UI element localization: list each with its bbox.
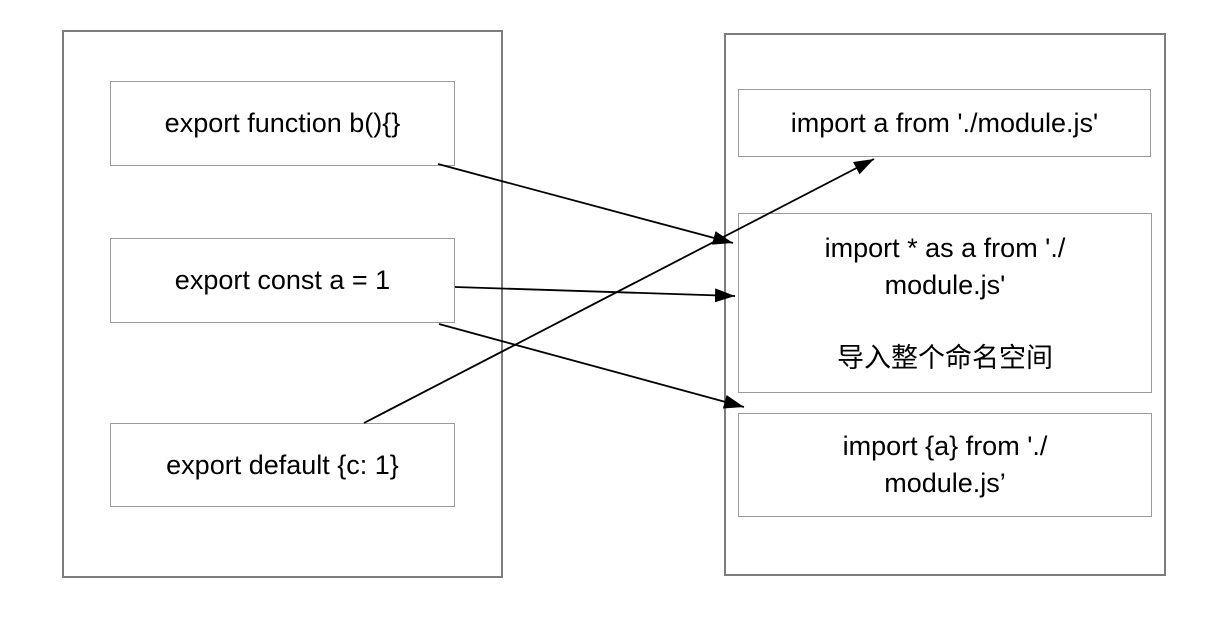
import-default-label: import a from './module.js' — [790, 107, 1099, 138]
import-namespace-label: import * as a from './ module.js' — [824, 233, 1066, 300]
import-default-node: import a from './module.js' — [738, 89, 1151, 157]
import-named-node: import {a} from './ module.js’ — [738, 413, 1152, 517]
export-function-label: export function b(){} — [164, 108, 401, 138]
import-namespace-note: 导入整个命名空间 — [837, 343, 1053, 373]
export-default-node: export default {c: 1} — [110, 423, 455, 507]
export-function-node: export function b(){} — [110, 81, 455, 166]
import-namespace-node: import * as a from './ module.js' 导入整个命名… — [738, 213, 1152, 393]
export-default-label: export default {c: 1} — [166, 449, 399, 480]
import-named-label: import {a} from './ module.js’ — [842, 431, 1048, 498]
export-const-label: export const a = 1 — [174, 265, 391, 295]
export-const-node: export const a = 1 — [110, 238, 455, 323]
